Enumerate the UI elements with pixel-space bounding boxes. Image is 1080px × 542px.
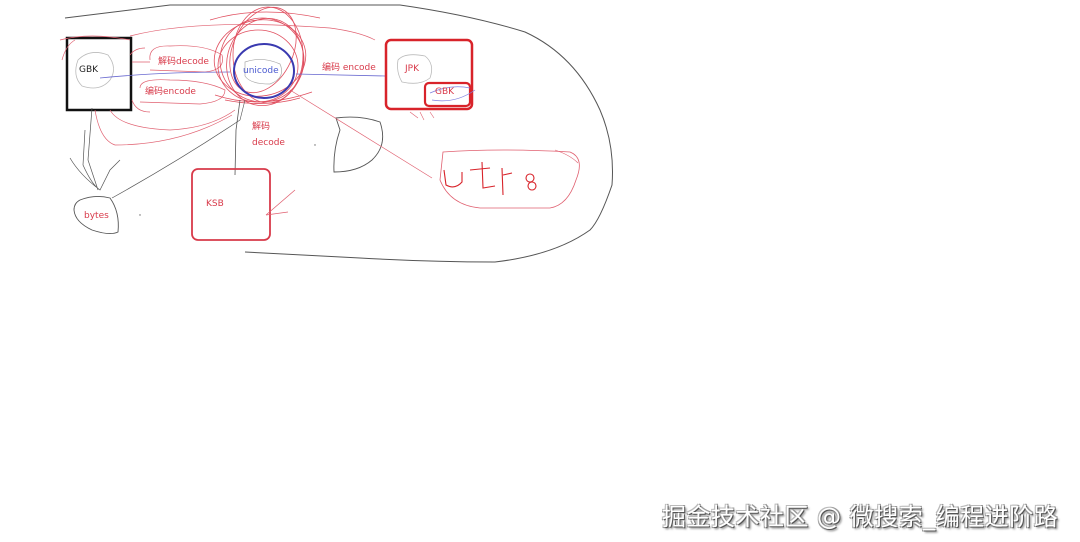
jpk-box [384, 38, 474, 111]
utf8-handwriting [443, 161, 537, 196]
watermark: 掘金技术社区 @ 微搜索_编程进阶路 [662, 503, 1059, 531]
ksb-label: KSB [206, 199, 224, 209]
encode-to-jpk-label: 编码 encode [322, 63, 376, 73]
half-moon-shape [333, 116, 384, 173]
outer-boundary [64, 4, 613, 263]
gbk-label: GBK [79, 65, 99, 75]
decode-ksb-label-cn: 解码 [252, 122, 271, 132]
bytes-label: bytes [84, 211, 109, 221]
gbk-blob [75, 52, 114, 89]
jpk-label: JPK [405, 64, 419, 74]
gbk-box [65, 36, 133, 112]
ksb-box [191, 168, 271, 241]
decode-ksb-label-en: decode [252, 138, 285, 148]
unicode-label: unicode [243, 66, 279, 76]
gbk-inner-label: GBK [435, 87, 455, 97]
bytes-blob [73, 195, 119, 235]
utf8-bubble [439, 149, 580, 209]
decode-label: 解码decode [158, 57, 209, 67]
gbk-inner-box [423, 81, 472, 108]
encode-label: 编码encode [145, 87, 196, 97]
decode-arrow-scribble [132, 45, 223, 73]
unicode-ring [233, 43, 295, 99]
encode-arrow-scribble [131, 79, 226, 113]
ksb-arrow [265, 189, 296, 216]
